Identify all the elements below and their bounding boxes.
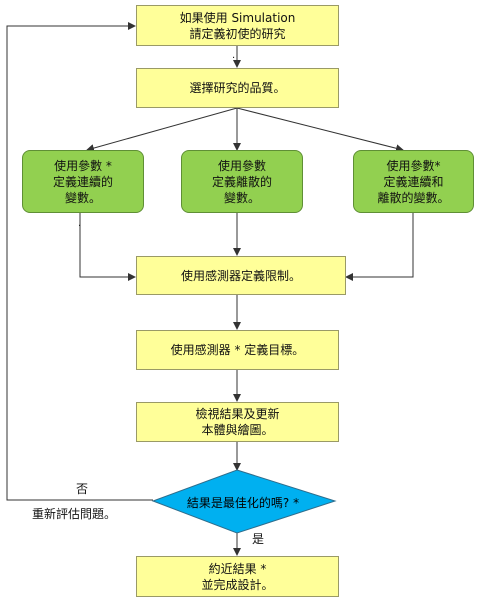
- yes-label: 是: [252, 532, 265, 546]
- objective-box: 使用感測器 * 定義目標。: [136, 330, 339, 370]
- arrow-continuous-to-constraints: [79, 213, 136, 281]
- no-label: 否: [76, 482, 89, 496]
- arrow-quality-to-mixed: [236, 107, 404, 153]
- reevaluate-label: 重新評估問題。: [32, 507, 117, 521]
- decision-label: 結果是最佳化的嗎? *: [186, 495, 300, 510]
- constraints-box: 使用感測器定義限制。: [136, 256, 346, 295]
- start-box: 如果使用 Simulation 請定義初使的研究: [136, 5, 339, 46]
- quality-box: 選擇研究的品質。: [136, 68, 339, 108]
- param-mixed-box: 使用參數* 定義連續和 離散的變數。: [353, 150, 474, 213]
- end-box: 約近結果 * 並完成設計。: [136, 556, 339, 597]
- param-discrete-box: 使用參數 定義離散的 變數。: [181, 150, 303, 213]
- review-box: 檢視結果及更新 本體與繪圖。: [136, 402, 339, 442]
- arrow-no-loop-to-start: [6, 22, 153, 501]
- arrow-quality-to-continuous: [86, 107, 238, 152]
- decision-diamond: [151, 469, 337, 534]
- param-continuous-box: 使用參數 * 定義連續的 變數。: [22, 150, 144, 213]
- stray-dot: ·: [232, 53, 236, 64]
- stray-dot: ·: [78, 221, 82, 232]
- arrow-mixed-to-constraints: [345, 213, 414, 281]
